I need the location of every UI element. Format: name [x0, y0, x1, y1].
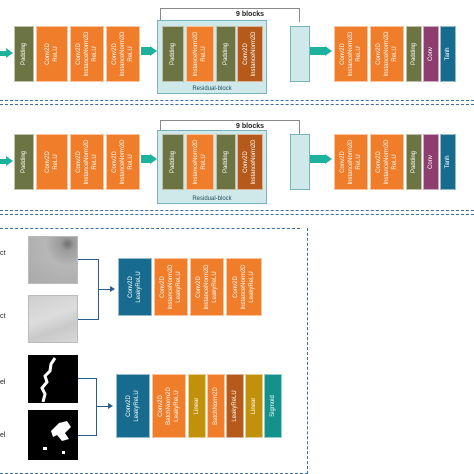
skip-connection-block: [290, 26, 310, 82]
residual-block-label: Residual-block: [192, 86, 232, 92]
flow-arrow: [310, 47, 326, 55]
separator-line: [0, 210, 474, 211]
connector-line: [78, 259, 98, 260]
input-arrow: [0, 159, 6, 164]
connector-line: [98, 289, 110, 290]
connector-line: [96, 406, 108, 407]
input-arrow: [0, 51, 6, 56]
flow-arrow: [310, 155, 326, 163]
connector-arrowhead: [110, 286, 115, 292]
flow-arrowhead: [150, 46, 157, 56]
residual-block-label: Residual-block: [192, 196, 232, 202]
connector-line: [78, 319, 98, 320]
conv-block: Conv: [423, 134, 439, 190]
connector-arrowhead: [108, 403, 113, 409]
padding-block: Padding: [14, 134, 34, 190]
tanh-block: Tanh: [440, 26, 456, 82]
sigmoid-block: Sigmoid: [264, 374, 282, 438]
flow-arrowhead: [325, 154, 332, 164]
separator-line: [0, 104, 474, 105]
row-tag: el: [0, 379, 6, 386]
flow-arrowhead: [150, 154, 157, 164]
repeat-bracket: [160, 120, 300, 134]
flow-arrowhead: [325, 46, 332, 56]
flow-arrow: [141, 47, 151, 55]
padding-block: Padding: [216, 26, 236, 82]
ct-image-thumbnail: [28, 295, 78, 343]
skip-connection-block: [290, 134, 310, 190]
linear-block: Linear: [188, 374, 206, 438]
blocks-count-label: 9 blocks: [236, 11, 265, 18]
tanh-block: Tanh: [440, 134, 456, 190]
padding-block: Padding: [14, 26, 34, 82]
row-tag: el: [0, 432, 6, 439]
repeat-bracket: [160, 8, 300, 22]
blocks-count-label: 9 blocks: [236, 123, 265, 130]
leakyrelu-block: LeakyReLU: [226, 374, 244, 438]
connector-line: [96, 378, 97, 436]
discriminator-panel-top: [0, 228, 300, 229]
row-tag: ct: [0, 250, 6, 257]
batchnorm-block: BatchNorm2D: [207, 374, 225, 438]
linear-block: Linear: [245, 374, 263, 438]
connector-line: [78, 378, 96, 379]
padding-block: Padding: [162, 26, 184, 82]
blob-mask-graphic: [43, 421, 71, 454]
separator-line: [0, 100, 474, 101]
padding-block: Padding: [162, 134, 184, 190]
row-tag: ct: [0, 313, 6, 320]
label-mask-thumbnail: [28, 410, 78, 460]
padding-block: Padding: [406, 134, 422, 190]
crack-mask-graphic: [40, 357, 57, 402]
label-mask-thumbnail: [28, 355, 78, 403]
connector-line: [78, 435, 96, 436]
conv-block: Conv: [423, 26, 439, 82]
padding-block: Padding: [216, 134, 236, 190]
input-arrowhead: [6, 48, 13, 58]
flow-arrow: [141, 155, 151, 163]
padding-block: Padding: [406, 26, 422, 82]
separator-line: [0, 214, 474, 215]
input-arrowhead: [6, 156, 13, 166]
ct-image-thumbnail: [28, 236, 78, 284]
